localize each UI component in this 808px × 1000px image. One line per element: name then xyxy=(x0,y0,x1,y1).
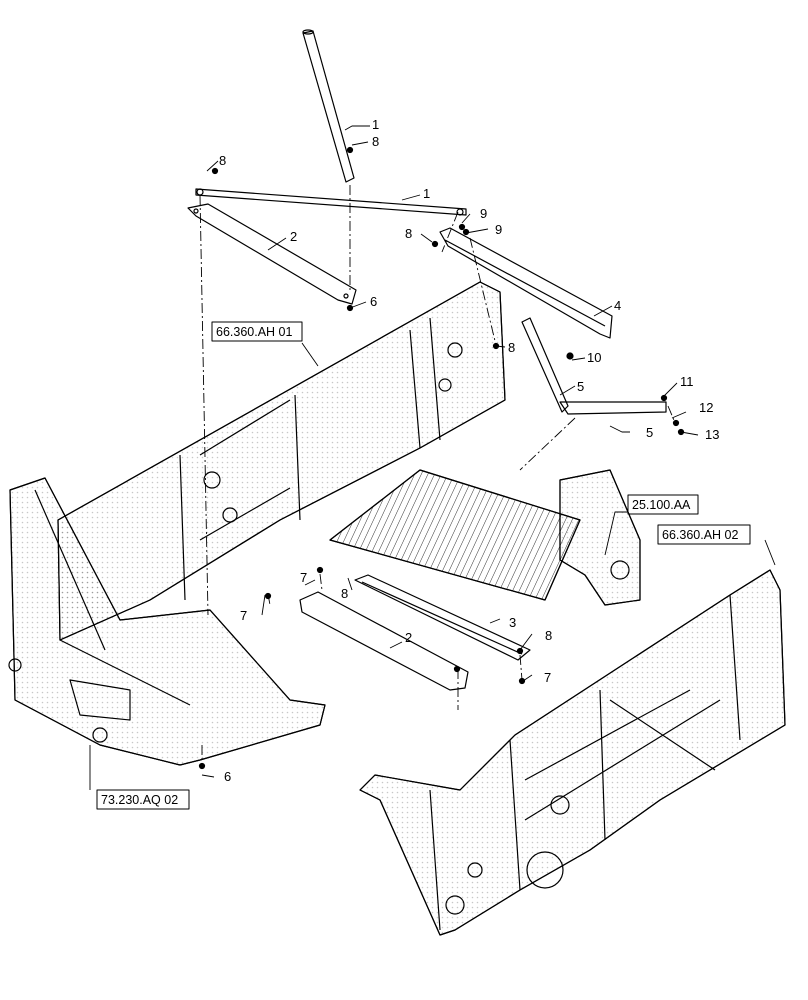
callout-label: 9 xyxy=(480,206,487,221)
part-2-lower-brace xyxy=(299,591,469,691)
callout-label: 4 xyxy=(614,298,621,313)
ref-box-73-230-aq-02 xyxy=(96,789,190,810)
callout-label: 8 xyxy=(508,340,515,355)
part-1-vertical-rod xyxy=(302,29,355,183)
callout-label: 6 xyxy=(370,294,377,309)
reference-label: 66.360.AH 02 xyxy=(662,528,738,542)
callout-label: 2 xyxy=(290,229,297,244)
callout-label: 8 xyxy=(405,226,412,241)
right-side-panel xyxy=(359,569,786,936)
callout-label: 7 xyxy=(300,570,307,585)
callout-label: 10 xyxy=(587,350,601,365)
reference-label: 25.100.AA xyxy=(632,498,691,512)
reference-label: 73.230.AQ 02 xyxy=(101,793,178,807)
ref-box-66-360-ah-01 xyxy=(211,321,303,342)
callout-label: 12 xyxy=(699,400,713,415)
ref-box-66-360-ah-02 xyxy=(657,524,751,545)
callout-labels: 1 8 8 1 9 9 2 8 6 4 8 10 5 11 12 13 5 7 … xyxy=(219,117,719,784)
ref-box-25-100-aa xyxy=(627,494,699,515)
callout-label: 9 xyxy=(495,222,502,237)
callout-label: 8 xyxy=(545,628,552,643)
callout-label: 8 xyxy=(219,153,226,168)
callout-label: 2 xyxy=(405,630,412,645)
callout-label: 7 xyxy=(240,608,247,623)
part-4-channel-bracket xyxy=(439,227,613,339)
callout-label: 13 xyxy=(705,427,719,442)
reference-labels: 66.360.AH 01 25.100.AA 66.360.AH 02 73.2… xyxy=(101,325,738,807)
callout-label: 7 xyxy=(544,670,551,685)
drive-housing xyxy=(559,469,641,606)
callout-label: 6 xyxy=(224,769,231,784)
leader-lines xyxy=(89,125,776,790)
reference-label: 66.360.AH 01 xyxy=(216,325,292,339)
callout-label: 1 xyxy=(372,117,379,132)
callout-label: 11 xyxy=(680,374,694,389)
callout-label: 5 xyxy=(646,425,653,440)
alignment-centerlines xyxy=(199,185,677,766)
callout-label: 8 xyxy=(372,134,379,149)
callout-label: 3 xyxy=(509,615,516,630)
callout-label: 8 xyxy=(341,586,348,601)
left-side-panel xyxy=(8,477,326,766)
part-3-lower-channel xyxy=(354,574,531,661)
part-2-upper-brace xyxy=(187,203,357,305)
floor-grate xyxy=(329,469,581,601)
part-5-arm-assembly xyxy=(521,317,667,415)
callout-label: 5 xyxy=(577,379,584,394)
callout-label: 1 xyxy=(423,186,430,201)
